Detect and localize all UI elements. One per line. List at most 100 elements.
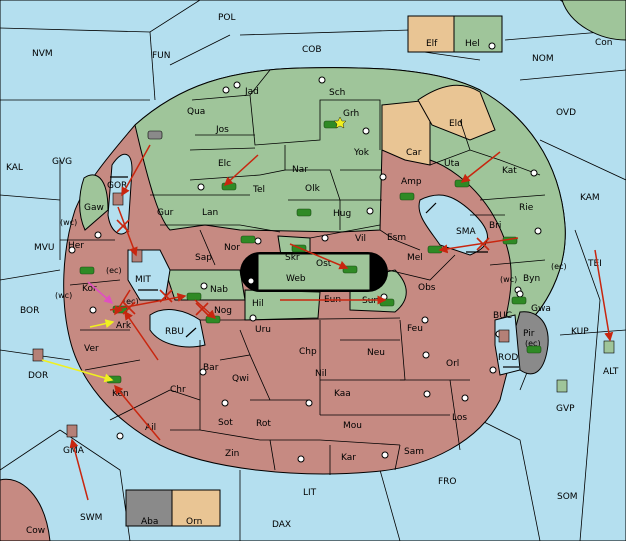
label-Nar: Nar [292,165,308,175]
label-DOR: DOR [28,371,48,381]
label-Mou: Mou [343,421,362,431]
label-Uru: Uru [255,325,271,335]
army-icon [511,296,527,305]
fleet-icon [147,130,163,140]
label-Zin: Zin [225,449,239,459]
label-Cow: Cow [26,526,45,536]
label-Rie: Rie [519,203,534,213]
label-NOM: NOM [532,54,554,64]
army-icon [79,266,95,275]
star-marker-icon [333,116,347,129]
supply-centers [68,42,542,463]
label-Qua: Qua [187,107,205,117]
label-Feu: Feu [407,324,423,334]
fleet-icon [498,329,510,343]
label-Hug: Hug [333,209,351,219]
label-Uta: Uta [444,159,460,169]
legend-gray [125,489,173,527]
label-Elf: Elf [426,39,438,49]
sea-RBU[interactable] [149,309,206,348]
label-BOR: BOR [20,306,39,316]
svg-text:(ec): (ec) [551,262,567,271]
label-Yok: Yok [353,148,370,158]
label-Orn: Orn [186,517,202,527]
territory-Eld[interactable] [417,84,496,141]
label-Lan: Lan [202,208,218,218]
label-Nog: Nog [214,306,232,316]
svg-text:(wc): (wc) [500,275,517,284]
label-DAX: DAX [272,520,291,530]
label-Rot: Rot [256,419,271,429]
label-Jos: Jos [215,125,229,135]
label-Sun: Sun [362,296,379,306]
label-SWM: SWM [80,513,102,523]
territory-Gaw[interactable] [79,174,109,231]
support-arrow [89,319,115,328]
label-Jad: Jad [244,87,259,97]
label-Eld: Eld [449,119,463,129]
label-Obs: Obs [418,283,436,293]
legend-tan-bottom [171,489,221,527]
label-Kat: Kat [502,166,517,176]
label-MVU: MVU [34,243,55,253]
svg-text:(wc): (wc) [55,291,72,300]
label-KAM: KAM [580,193,600,203]
legend-tan [407,15,455,53]
territory-Pir[interactable] [511,311,549,375]
label-Gaw: Gaw [84,203,104,213]
army-icon [427,245,443,254]
army-icon [526,345,542,354]
label-Hel: Hel [465,39,480,49]
label-Vil: Vil [355,234,366,244]
label-Esm: Esm [387,233,406,243]
svg-text:(wc): (wc) [60,218,77,227]
label-Orl: Orl [446,359,459,369]
label-Ken: Ken [112,389,129,399]
label-Olk: Olk [305,184,321,194]
label-KUP: KUP [571,327,589,337]
label-Sam: Sam [404,447,424,457]
army-icon [399,192,415,201]
label-Mel: Mel [407,253,423,263]
label-Los: Los [452,413,467,423]
svg-text:(ec): (ec) [525,339,541,348]
label-ROD: ROD [498,353,518,363]
label-Hil: Hil [252,299,264,309]
label-Her: Her [68,241,84,251]
svg-text:(ec): (ec) [123,297,139,306]
label-KAL: KAL [6,163,23,173]
label-Kor: Kor [82,284,97,294]
label-Chr: Chr [170,385,186,395]
label-GVG: GVG [52,157,72,167]
label-Sch: Sch [329,88,345,98]
label-Sap: Sap [195,253,212,263]
land-borders [60,69,546,475]
fleet-icon [131,249,143,263]
fleet-icon [32,348,44,362]
label-Kar: Kar [341,453,356,463]
fleet-icon [66,424,78,438]
label-Chp: Chp [299,347,317,357]
label-BUC: BUC [493,311,512,321]
label-Amp: Amp [401,177,422,187]
label-POL: POL [218,13,236,23]
supply-center-icon [68,42,542,463]
label-RBU: RBU [165,327,184,337]
army-icon [603,340,615,354]
sea-BUC-ROD[interactable] [494,314,521,376]
army-icon [221,182,237,191]
label-Grh: Grh [343,109,359,119]
sea-SMA[interactable] [418,194,488,256]
label-GVP: GVP [556,404,575,414]
label-Nor: Nor [224,243,240,253]
label-FUN: FUN [152,51,171,61]
convoy-arrow [87,281,114,304]
label-FRO: FRO [438,477,457,487]
label-Neu: Neu [367,348,385,358]
land-labels: Jad Sch Qua Jos Grh Yok Elc Nar Tel Olk … [68,39,551,527]
label-SMA: SMA [456,227,476,237]
label-Kaa: Kaa [334,389,351,399]
label-Car: Car [406,148,422,158]
